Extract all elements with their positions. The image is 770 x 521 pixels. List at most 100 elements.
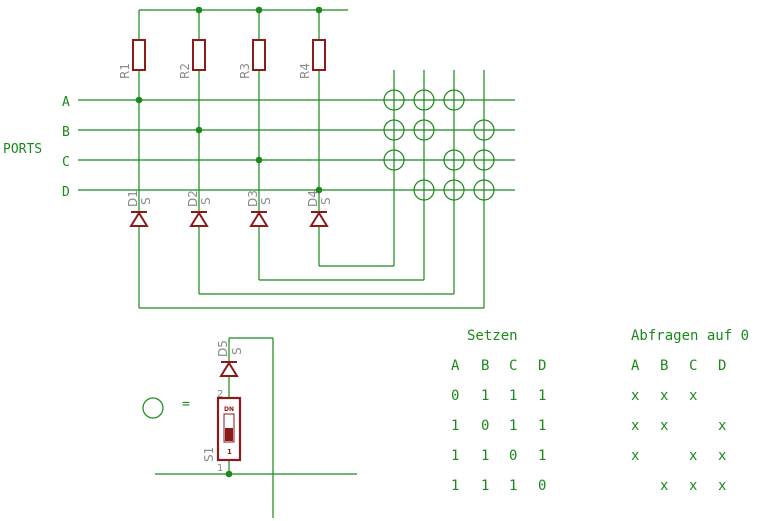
svg-text:D2: D2 [186, 190, 200, 207]
svg-text:1: 1 [481, 448, 489, 464]
svg-text:R1: R1 [118, 63, 132, 79]
diode-d1: D1 S [126, 190, 153, 227]
table-row: 1 0 1 1 [451, 418, 546, 434]
line-b-label: B [62, 125, 70, 140]
table-row: 0 1 1 1 [451, 388, 546, 404]
switch-b4 [473, 119, 495, 141]
table-row: x x x [631, 448, 726, 464]
port-lines [78, 99, 515, 191]
svg-text:0: 0 [481, 418, 489, 434]
svg-text:C: C [509, 358, 517, 374]
svg-text:D4: D4 [306, 190, 320, 207]
line-d-label: D [62, 185, 70, 200]
svg-text:1: 1 [538, 388, 546, 404]
table-query-headers: A B C D [631, 358, 726, 374]
svg-text:1: 1 [451, 448, 459, 464]
svg-text:A: A [451, 358, 460, 374]
svg-text:1: 1 [481, 478, 489, 494]
svg-text:D1: D1 [126, 190, 140, 207]
svg-text:1: 1 [217, 463, 223, 474]
diode-d4: D4 S [306, 190, 333, 227]
table-row: x x x [660, 478, 726, 494]
svg-text:DN: DN [224, 406, 234, 413]
svg-text:R4: R4 [298, 63, 312, 79]
switch-b2 [413, 119, 435, 141]
resistor-r3: R3 [238, 39, 266, 79]
svg-text:S: S [199, 197, 213, 205]
svg-text:D: D [538, 358, 546, 374]
svg-text:1: 1 [451, 478, 459, 494]
svg-text:1: 1 [227, 448, 232, 456]
svg-text:0: 0 [451, 388, 459, 404]
svg-text:D: D [718, 358, 726, 374]
svg-text:R2: R2 [178, 63, 192, 79]
svg-text:S: S [230, 347, 244, 355]
svg-text:x: x [718, 418, 726, 434]
switch-c1 [383, 149, 405, 171]
table-query: Abfragen auf 0 A B C D x x x x x x x x x… [631, 328, 749, 494]
svg-text:R3: R3 [238, 63, 252, 79]
table-row: 1 1 0 1 [451, 448, 546, 464]
switch-matrix [383, 89, 495, 201]
svg-text:1: 1 [509, 418, 517, 434]
svg-text:1: 1 [538, 418, 546, 434]
line-a-label: A [62, 95, 70, 110]
svg-text:0: 0 [509, 448, 517, 464]
svg-text:B: B [660, 358, 668, 374]
port-labels: PORTS A B C D [3, 95, 70, 200]
svg-text:B: B [481, 358, 489, 374]
ports-label: PORTS [3, 142, 42, 157]
svg-text:A: A [631, 358, 640, 374]
line-c-label: C [62, 155, 70, 170]
switch-c4 [473, 149, 495, 171]
table-row: x x x [631, 388, 697, 404]
svg-text:S: S [259, 197, 273, 205]
svg-text:x: x [718, 448, 726, 464]
legend-dip-switch-s1: DN 1 S1 2 1 [202, 389, 242, 474]
table-set: Setzen A B C D 0 1 1 1 1 0 1 1 1 1 0 1 1… [451, 328, 546, 494]
svg-text:x: x [689, 388, 697, 404]
svg-text:x: x [718, 478, 726, 494]
svg-text:x: x [631, 418, 639, 434]
switch-c3 [443, 149, 465, 171]
switch-a2 [413, 89, 435, 111]
resistor-r4: R4 [298, 39, 326, 79]
legend: = D5 S DN 1 S1 2 1 [142, 337, 357, 518]
junctions [135, 6, 323, 194]
svg-text:1: 1 [481, 388, 489, 404]
column-conductors [138, 10, 320, 308]
legend-diode-d5: D5 S [216, 340, 244, 377]
table-set-title: Setzen [467, 328, 518, 344]
table-set-headers: A B C D [451, 358, 546, 374]
return-wires [139, 70, 485, 309]
switch-a3 [443, 89, 465, 111]
svg-text:0: 0 [538, 478, 546, 494]
table-row: x x x [631, 418, 726, 434]
svg-text:x: x [660, 418, 668, 434]
resistors: R1 R2 R3 R4 [118, 39, 326, 79]
svg-text:1: 1 [509, 478, 517, 494]
svg-text:x: x [631, 448, 639, 464]
switch-d3 [443, 179, 465, 201]
diodes: D1 S D2 S D3 S D4 S [126, 190, 333, 227]
table-row: 1 1 1 0 [451, 478, 546, 494]
svg-text:D3: D3 [246, 190, 260, 207]
svg-text:S1: S1 [202, 447, 216, 462]
resistor-r1: R1 [118, 39, 146, 79]
table-query-title: Abfragen auf 0 [631, 328, 749, 344]
switch-b1 [383, 119, 405, 141]
svg-text:C: C [689, 358, 697, 374]
legend-switch-circle [142, 397, 164, 419]
legend-equals: = [182, 397, 190, 412]
diode-d3: D3 S [246, 190, 273, 227]
svg-text:x: x [689, 448, 697, 464]
svg-text:1: 1 [538, 448, 546, 464]
svg-text:x: x [689, 478, 697, 494]
svg-text:2: 2 [217, 389, 223, 400]
svg-text:x: x [660, 478, 668, 494]
svg-text:S: S [139, 197, 153, 205]
switch-d2 [413, 179, 435, 201]
resistor-r2: R2 [178, 39, 206, 79]
svg-text:D5: D5 [216, 340, 230, 357]
svg-text:S: S [319, 197, 333, 205]
